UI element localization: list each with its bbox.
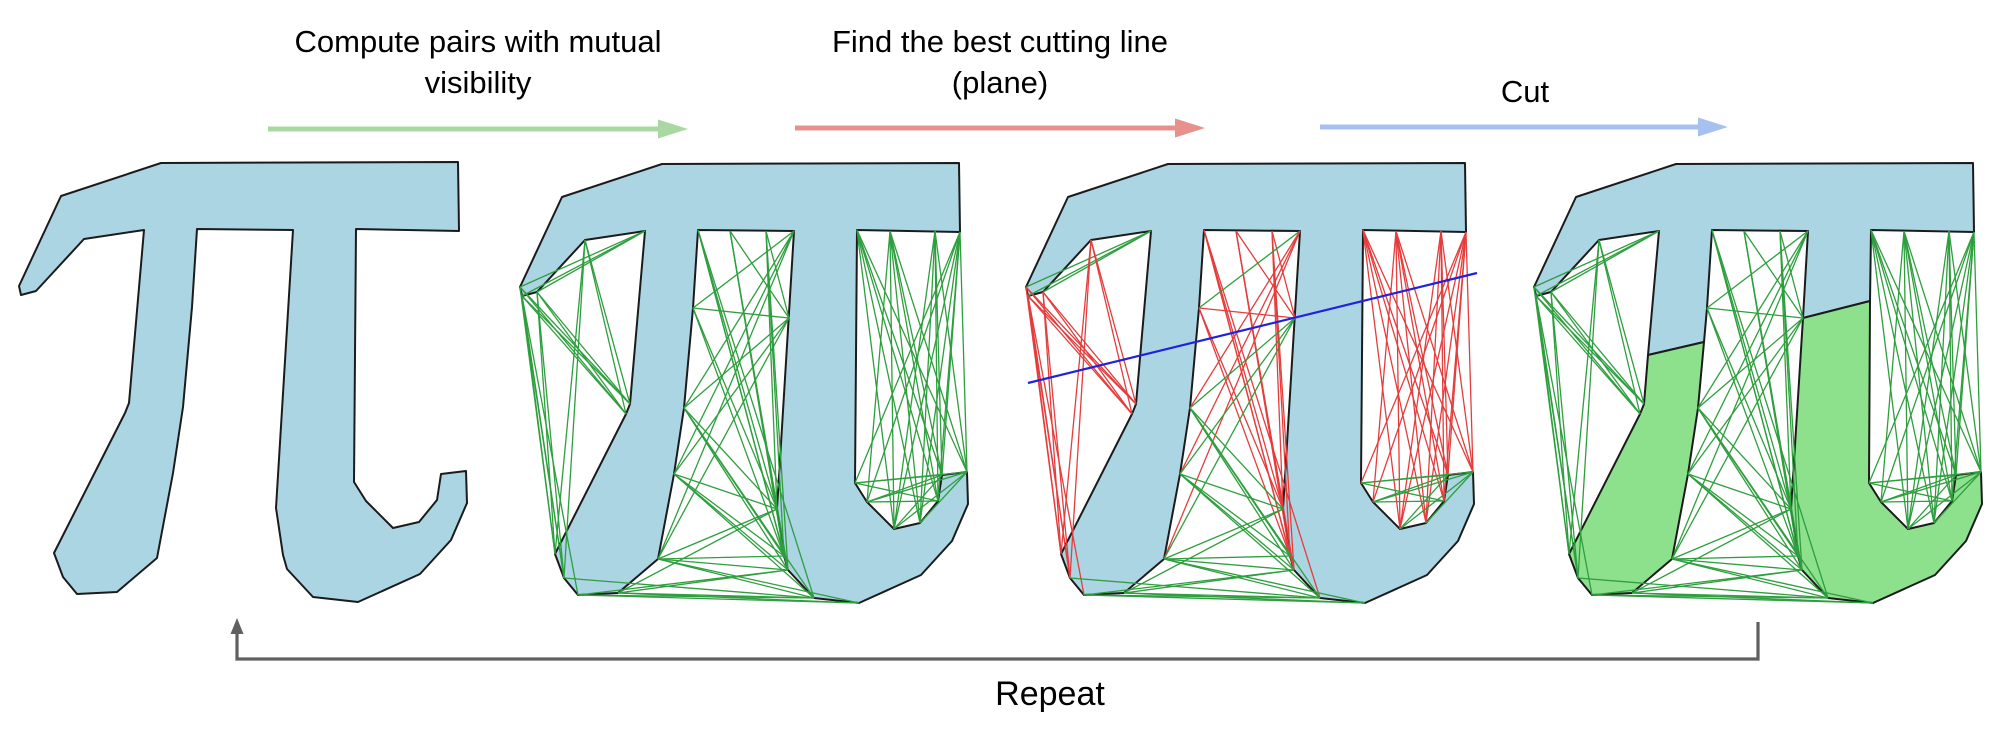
stage-visibility xyxy=(519,162,969,604)
visibility-lines xyxy=(1025,229,1474,604)
cut-piece-right xyxy=(1790,300,1983,604)
step3-label: Cut xyxy=(1500,74,1550,109)
repeat-label: Repeat xyxy=(995,675,1105,713)
cut-piece-left xyxy=(1568,341,1705,596)
arrowhead xyxy=(1175,118,1205,138)
arrowhead xyxy=(658,119,688,139)
pi-polygon xyxy=(18,161,468,603)
visibility-lines xyxy=(1533,229,1982,604)
pi-polygon xyxy=(519,162,969,604)
repeat-arrow xyxy=(230,618,1760,661)
step2-arrow xyxy=(795,118,1205,138)
arrowhead-up xyxy=(230,618,244,634)
step1-arrow xyxy=(268,119,688,139)
visibility-lines xyxy=(519,229,968,604)
cut-line xyxy=(1027,271,1478,385)
stage-cut xyxy=(1533,162,1983,604)
pi-polygon xyxy=(1025,162,1475,604)
step3-arrow xyxy=(1320,117,1728,137)
kept-piece xyxy=(1533,162,1975,356)
step2-label: Find the best cutting line (plane) xyxy=(831,24,1169,100)
stage-input xyxy=(18,161,468,603)
stage-best-cut xyxy=(1025,162,1478,604)
step1-label: Compute pairs with mutual visibility xyxy=(294,24,662,100)
arrowhead xyxy=(1698,117,1728,137)
